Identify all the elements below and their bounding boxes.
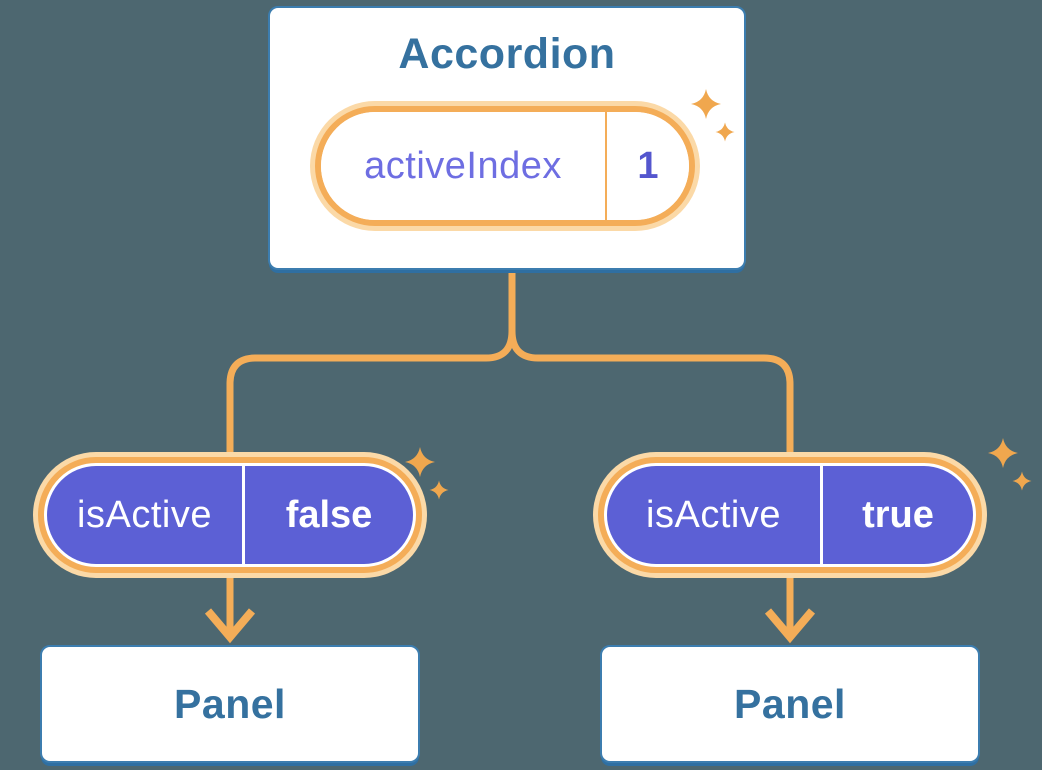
- prop-pill-core: isActive false: [47, 466, 413, 564]
- prop-pill-left: isActive false: [33, 452, 427, 578]
- sparkle-icon: [691, 89, 735, 142]
- state-pill: activeIndex 1: [310, 101, 700, 231]
- component-title: Accordion: [398, 30, 616, 78]
- panel-box-right: Panel: [600, 645, 980, 763]
- prop-label: isActive: [646, 493, 781, 536]
- pill-divider: [820, 466, 823, 564]
- sparkle-icon: [988, 438, 1032, 491]
- state-pill-ring: activeIndex 1: [315, 106, 695, 226]
- panel-title: Panel: [174, 680, 286, 727]
- prop-value: false: [285, 493, 373, 536]
- arrowhead-down-icon: [204, 608, 256, 644]
- panel-box-left: Panel: [40, 645, 420, 763]
- state-label: activeIndex: [364, 144, 562, 187]
- connector-right-branch: [508, 271, 794, 631]
- prop-pill-right: isActive true: [593, 452, 987, 578]
- state-pill-core: activeIndex 1: [321, 112, 689, 220]
- prop-pill-core: isActive true: [607, 466, 973, 564]
- panel-title: Panel: [734, 680, 846, 727]
- state-value: 1: [637, 144, 659, 187]
- prop-label: isActive: [77, 493, 212, 536]
- prop-value: true: [862, 493, 934, 536]
- prop-pill-ring: isActive false: [38, 457, 422, 573]
- arrowhead-down-icon: [764, 608, 816, 644]
- pill-divider: [605, 112, 607, 220]
- prop-pill-ring: isActive true: [598, 457, 982, 573]
- pill-divider: [242, 466, 245, 564]
- sparkle-icon: [405, 447, 449, 500]
